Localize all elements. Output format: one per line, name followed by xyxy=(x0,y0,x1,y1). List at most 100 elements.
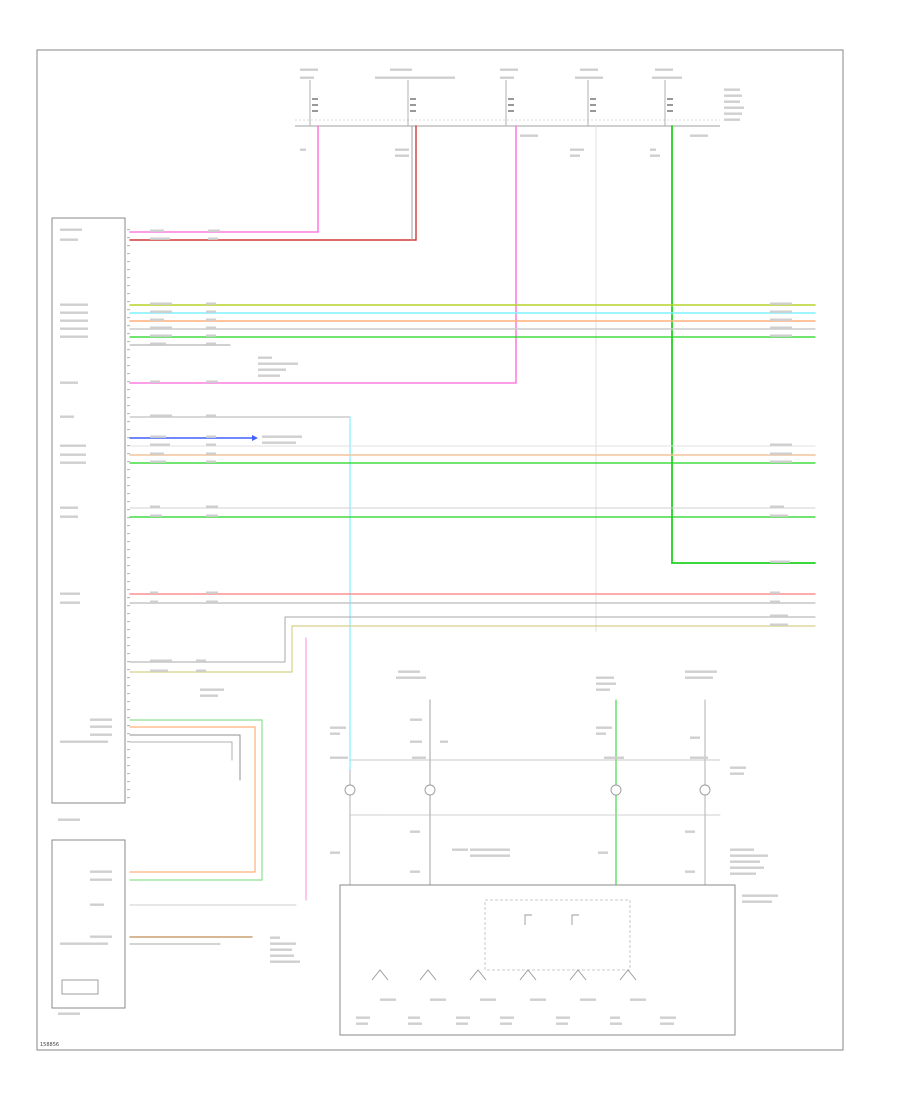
faint-label xyxy=(570,148,584,151)
radio-module-box xyxy=(51,217,126,804)
faint-label xyxy=(258,362,298,365)
wire-red-gray xyxy=(129,125,417,241)
faint-label xyxy=(270,942,296,945)
pin-tick xyxy=(127,357,130,359)
faint-label xyxy=(596,676,614,679)
faint-label xyxy=(440,740,448,743)
faint-label xyxy=(408,1016,420,1019)
faint-label xyxy=(770,623,788,626)
arrow-heads xyxy=(252,435,258,441)
faint-label xyxy=(60,515,78,518)
faint-label xyxy=(730,872,756,875)
pin-tick xyxy=(127,581,130,583)
pin-tick xyxy=(127,685,130,687)
faint-label xyxy=(60,461,86,464)
pin-tick xyxy=(127,309,130,311)
faint-label xyxy=(60,319,88,322)
faint-label xyxy=(150,600,158,603)
faint-label xyxy=(730,854,768,857)
faint-label xyxy=(724,118,740,121)
switch-glyphs xyxy=(371,914,637,981)
faint-label xyxy=(398,670,420,673)
faint-label xyxy=(395,148,409,151)
faint-label xyxy=(150,505,160,508)
faint-label xyxy=(60,327,88,330)
faint-label xyxy=(206,302,216,305)
pin-tick xyxy=(127,325,130,327)
faint-label xyxy=(150,514,162,517)
faint-label xyxy=(730,848,754,851)
faint-label xyxy=(150,380,160,383)
faint-label xyxy=(58,1012,80,1015)
pin-tick xyxy=(127,557,130,559)
pin-tick xyxy=(127,741,130,743)
faint-label xyxy=(396,676,426,679)
switch-inner-box xyxy=(484,899,631,971)
faint-label xyxy=(685,670,717,673)
faint-label xyxy=(150,414,172,417)
faint-label xyxy=(770,591,780,594)
pin-tick xyxy=(127,461,130,463)
faint-label xyxy=(500,1022,512,1025)
faint-label xyxy=(580,998,596,1001)
faint-label xyxy=(258,374,280,377)
faint-label xyxy=(650,148,656,151)
faint-label xyxy=(470,848,510,851)
pin-tick xyxy=(127,661,130,663)
faint-label xyxy=(60,601,80,604)
pin-tick xyxy=(127,381,130,383)
pin-tick xyxy=(127,517,130,519)
pin-tick xyxy=(127,453,130,455)
faint-label xyxy=(742,900,772,903)
faint-label xyxy=(500,1016,514,1019)
faint-label xyxy=(270,948,292,951)
faint-label xyxy=(742,894,778,897)
faint-label xyxy=(60,238,78,241)
faint-label xyxy=(724,106,744,109)
pin-tick xyxy=(127,437,130,439)
faint-label xyxy=(206,435,216,438)
faint-label xyxy=(770,326,792,329)
wire-green-long xyxy=(671,125,816,564)
faint-label xyxy=(150,310,172,313)
faint-label xyxy=(724,88,740,91)
faint-label xyxy=(655,68,673,71)
faint-label xyxy=(150,334,172,337)
pin-tick xyxy=(127,373,130,375)
wire-pink-2 xyxy=(129,125,517,384)
pin-tick xyxy=(127,573,130,575)
pin-tick xyxy=(127,669,130,671)
faint-label xyxy=(685,870,695,873)
faint-label xyxy=(596,726,612,729)
pin-tick xyxy=(127,757,130,759)
faint-label xyxy=(598,851,608,854)
faint-label xyxy=(90,878,112,881)
faint-label xyxy=(500,76,514,79)
faint-label xyxy=(610,1016,620,1019)
faint-label xyxy=(770,614,788,617)
faint-label xyxy=(90,733,112,736)
pin-tick xyxy=(127,397,130,399)
faint-label xyxy=(90,725,112,728)
pin-tick xyxy=(127,645,130,647)
pin-tick xyxy=(127,365,130,367)
faint-label xyxy=(330,756,348,759)
pin-tick xyxy=(127,653,130,655)
faint-label xyxy=(660,1016,676,1019)
faint-label xyxy=(206,591,218,594)
wire-gray-lower xyxy=(129,734,241,781)
faint-label xyxy=(206,326,216,329)
pin-tick xyxy=(127,317,130,319)
steering-switch-box xyxy=(339,884,736,1036)
pin-tick xyxy=(127,261,130,263)
pin-tick xyxy=(127,749,130,751)
pin-tick xyxy=(127,285,130,287)
faint-label xyxy=(730,766,746,769)
faint-label xyxy=(60,942,108,945)
pin-tick xyxy=(127,549,130,551)
faint-label xyxy=(690,756,708,759)
faint-label xyxy=(60,592,80,595)
faint-label xyxy=(530,998,546,1001)
faint-label xyxy=(330,726,346,729)
pin-tick xyxy=(127,269,130,271)
